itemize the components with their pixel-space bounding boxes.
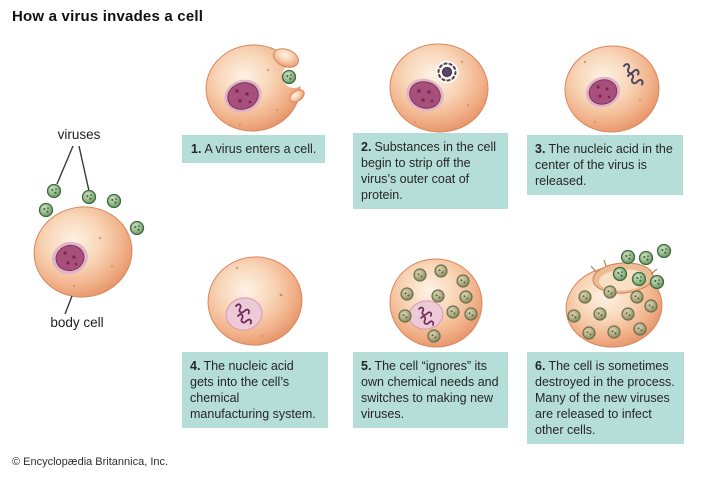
step-1-illustration	[205, 44, 306, 132]
virus-icon	[603, 285, 617, 299]
virus-icon	[620, 249, 636, 265]
step-2-caption: 2.Substances in the cell begin to strip …	[353, 133, 508, 209]
step-number: 5.	[361, 359, 372, 373]
virus-icon	[446, 305, 460, 319]
step-2-illustration	[389, 43, 489, 133]
virus-icon	[81, 189, 97, 205]
step-4-illustration	[207, 256, 303, 346]
step-5-illustration	[389, 258, 483, 348]
step-4-caption: 4.The nucleic acid gets into the cell’s …	[182, 352, 328, 428]
step-text: The cell is sometimes destroyed in the p…	[535, 359, 675, 437]
virus-icon	[398, 309, 412, 323]
step-text: The cell “ignores” its own chemical need…	[361, 359, 499, 421]
virus-icon	[106, 193, 122, 209]
step-6-caption: 6.The cell is sometimes destroyed in the…	[527, 352, 684, 444]
virus-icon	[612, 266, 628, 282]
virus-icon	[129, 220, 145, 236]
virus-icon	[607, 325, 621, 339]
page-title: How a virus invades a cell	[12, 8, 204, 25]
virus-icon	[431, 289, 445, 303]
virus-icon	[630, 290, 644, 304]
step-number: 1.	[191, 142, 202, 156]
virus-icon	[38, 202, 54, 218]
viruses-label: viruses	[57, 127, 101, 142]
step-6-illustration	[565, 243, 672, 348]
virus-icon	[656, 243, 672, 259]
torn-edges	[590, 259, 658, 275]
intro-illustration	[33, 145, 145, 315]
virus-icon	[567, 309, 581, 323]
step-text: The nucleic acid gets into the cell’s ch…	[190, 359, 316, 421]
nucleus	[588, 79, 618, 105]
pointer-line-bodycell	[64, 295, 73, 315]
stripped-virus-icon	[435, 60, 459, 84]
step-text: A virus enters a cell.	[204, 142, 317, 156]
pointer-line-viruses	[56, 145, 74, 185]
virus-icon	[638, 250, 654, 266]
step-1-caption: 1.A virus enters a cell.	[182, 135, 326, 163]
step-3-caption: 3.The nucleic acid in the center of the …	[527, 135, 683, 195]
virus-icon	[464, 307, 478, 321]
manufacturing-region	[225, 297, 263, 331]
step-number: 6.	[535, 359, 546, 373]
virus-icon	[400, 287, 414, 301]
step-number: 2.	[361, 140, 372, 154]
step-5-caption: 5.The cell “ignores” its own chemical ne…	[353, 352, 508, 428]
virus-icon	[582, 326, 596, 340]
body-cell-label: body cell	[50, 315, 104, 330]
step-text: The nucleic acid in the center of the vi…	[535, 142, 673, 188]
virus-icon	[578, 290, 592, 304]
step-3-illustration	[564, 45, 660, 133]
virus-icon	[281, 69, 297, 85]
step-text: Substances in the cell begin to strip of…	[361, 140, 497, 202]
virus-icon	[631, 271, 647, 287]
nucleic-acid-icon	[235, 303, 253, 325]
virus-icon	[644, 299, 658, 313]
virus-icon	[434, 264, 448, 278]
virus-icon	[413, 268, 427, 282]
nucleic-acid-icon	[623, 63, 644, 86]
virus-icon	[649, 274, 665, 290]
virus-icon	[46, 183, 62, 199]
virus-icon	[593, 307, 607, 321]
virus-icon	[459, 290, 473, 304]
virus-icon	[427, 329, 441, 343]
virus-icon	[456, 274, 470, 288]
copyright-notice: © Encyclopædia Britannica, Inc.	[12, 456, 169, 468]
step-number: 4.	[190, 359, 201, 373]
virus-icon	[621, 307, 635, 321]
virus-icon	[633, 322, 647, 336]
pointer-line-viruses	[78, 145, 90, 192]
nucleic-acid-icon	[418, 306, 435, 326]
step-number: 3.	[535, 142, 546, 156]
